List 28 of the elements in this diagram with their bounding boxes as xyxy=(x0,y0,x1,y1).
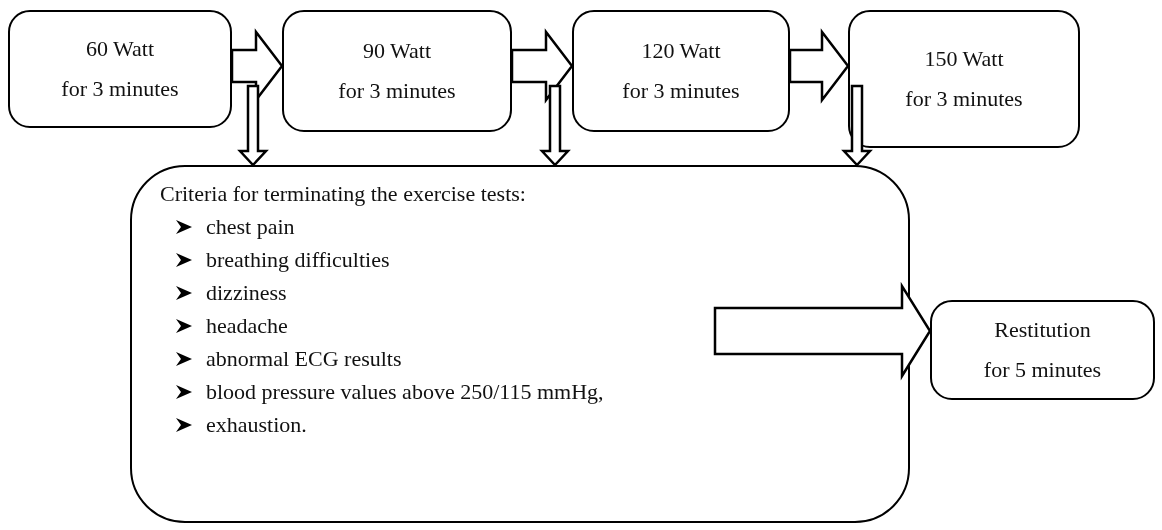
process-box xyxy=(930,300,1155,400)
block-arrow xyxy=(510,28,574,104)
block-arrow xyxy=(788,28,850,104)
box-text: for 3 minutes xyxy=(622,78,740,104)
box-title: 120 Watt xyxy=(641,38,721,64)
box-title: Restitution xyxy=(994,317,1091,343)
box-text: for 3 minutes xyxy=(338,78,456,104)
block-arrow xyxy=(237,84,269,167)
box-title: 90 Watt xyxy=(362,38,432,64)
box-title: 60 Watt xyxy=(85,36,155,62)
block-arrow xyxy=(713,281,932,381)
list-item: exhaustion. xyxy=(206,412,307,438)
process-box xyxy=(572,10,790,132)
list-item: blood pressure values above 250/115 mmHg, xyxy=(206,379,604,405)
box-title: 150 Watt xyxy=(924,46,1004,72)
list-item: abnormal ECG results xyxy=(206,346,402,372)
box-text: for 3 minutes xyxy=(905,86,1023,112)
process-box xyxy=(8,10,232,128)
list-item: headache xyxy=(206,313,288,339)
block-arrow xyxy=(841,84,873,167)
list-item: chest pain xyxy=(206,214,295,240)
box-text: for 5 minutes xyxy=(983,357,1102,383)
list-heading: Criteria for terminating the exercise tests: xyxy=(160,181,526,207)
block-arrow xyxy=(539,84,571,167)
box-text: for 3 minutes xyxy=(61,76,179,102)
list-item: breathing difficulties xyxy=(206,247,390,273)
process-box xyxy=(282,10,512,132)
list-item: dizziness xyxy=(206,280,287,306)
